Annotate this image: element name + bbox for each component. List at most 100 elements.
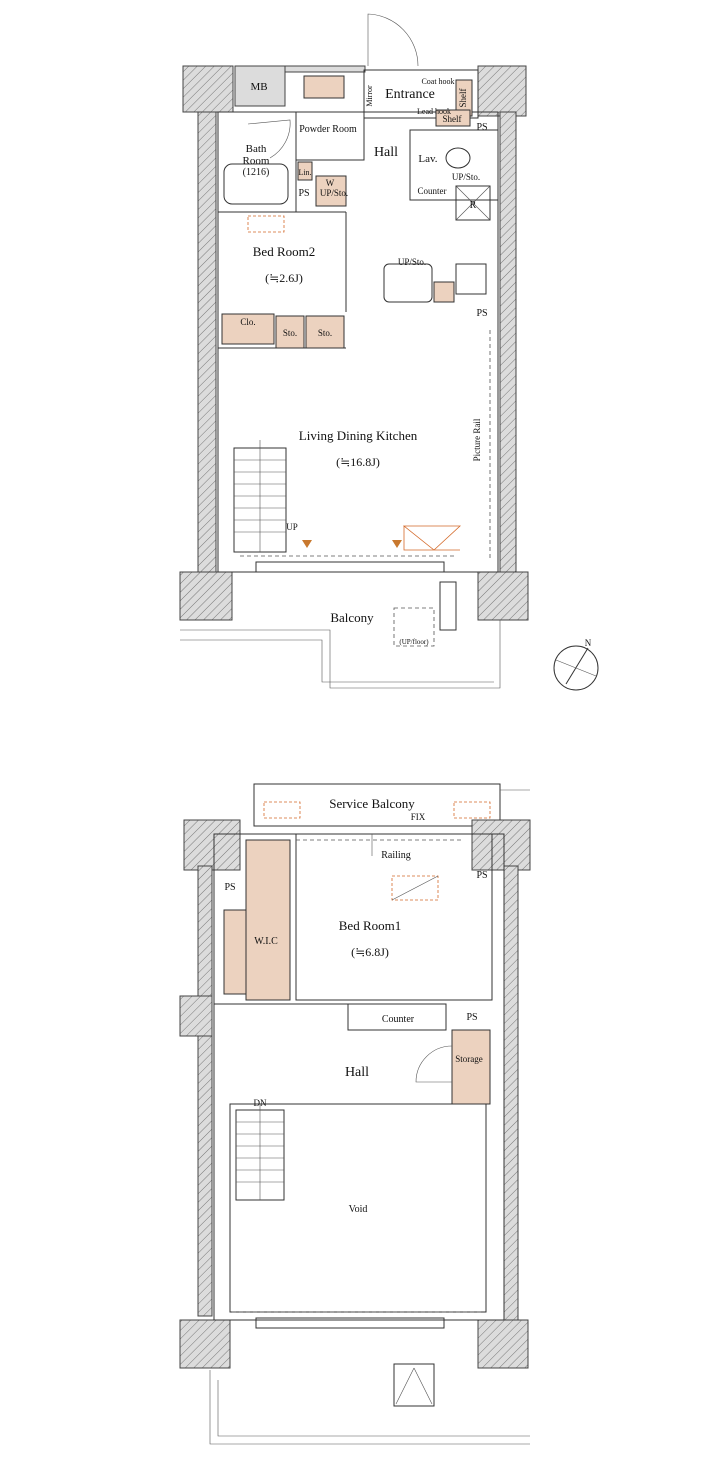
mb-box [234,65,286,107]
r-label: R [470,200,477,211]
ac-sb-right [453,801,491,819]
wall2-left [197,865,213,1317]
balcony-inner [180,639,494,683]
dn-label: DN [254,1098,267,1108]
bed-room2-size-label: (≒2.6J) [265,271,303,285]
balcony2-hatch-tri2 [413,1367,433,1405]
floor-2: Service Balcony FIX Railing PS PS W.I.C … [179,783,531,1445]
wall2-right-bottom [477,1319,529,1369]
balcony-label: Balcony [330,610,374,625]
wall2-left-top [183,819,241,871]
ac-bed2 [247,215,285,233]
powder-room-label: Powder Room [299,124,357,135]
ac-ldk [402,525,462,551]
bed-room1-size-label: (≒6.8J) [351,945,389,959]
lav-outline [409,129,499,201]
wall2-right-top [471,819,531,871]
balcony-unit [439,581,457,631]
mirror-label: Mirror [365,85,374,107]
compass-n-label: N [585,638,592,648]
powder-outline [295,111,365,161]
entrance-door-swing [367,13,419,67]
cooktop [455,263,487,295]
bath-size-label: (1216) [243,167,270,178]
bath-room-label-2: Room [243,155,270,167]
balcony-outline [180,620,501,689]
up-floor-label: (UP/floor) [399,638,429,646]
sto1-box [275,315,305,349]
sto1-label: Sto. [283,328,297,338]
wall-left [197,111,217,581]
window-frame-void [255,1317,445,1329]
compass-cross [555,659,597,677]
mb-label: MB [250,81,267,93]
fridge-x2 [455,185,491,221]
wic-storage [245,839,291,1001]
wall2-left-bottom [179,1319,231,1369]
marker-1 [302,540,312,548]
lin-label: Lin. [298,168,311,177]
bath-door-swing [247,119,291,159]
ps-bath-label: PS [298,188,309,199]
wall-left-top [182,65,234,113]
bed-room1-label: Bed Room1 [339,918,401,933]
washer-box [315,175,347,207]
storage-door-swing [415,1045,453,1083]
up-label: UP [286,522,298,532]
sto2-box [305,315,345,349]
lav-label: Lav. [418,153,437,165]
bathtub [223,163,289,205]
counter-box [347,1003,447,1031]
floor-1: MB Entrance Coat hook Shelf Shelf Lead h… [179,13,599,691]
clo-label: Clo. [240,317,255,327]
storage-box [451,1029,491,1105]
shelf-lead [435,109,471,127]
ac-sb-left [263,801,301,819]
bed-room1-outline [295,833,493,1001]
ldk-size-label: (≒16.8J) [336,455,380,469]
powder-top [303,75,345,99]
up-floor-hatch [393,607,435,647]
clo-box [221,313,275,345]
up-sto-lav-label: UP/Sto. [452,172,480,182]
marker-2 [392,540,402,548]
ps-left-label: PS [224,882,235,893]
shelf-mid-label: Shelf [443,114,462,124]
bed-room2-label: Bed Room2 [253,244,315,259]
compass-needle [565,647,589,685]
lav-basin [445,147,471,169]
stair-treads [234,440,286,552]
hall-label: Hall [374,145,398,160]
railing-label: Railing [381,850,410,861]
wall-left-bottom [179,571,233,621]
picture-rail-label: Picture Rail [472,418,482,461]
hall2-label: Hall [345,1065,369,1080]
ldk-label: Living Dining Kitchen [299,428,418,443]
storage-label: Storage [455,1054,483,1064]
fix-label: FIX [411,812,426,822]
sto2-label: Sto. [318,328,332,338]
compass-icon [553,645,599,691]
wic-storage-left [223,909,247,995]
lin-box [297,161,313,181]
coat-hook-label: Coat hook [421,77,454,86]
wall-right-top [477,65,527,117]
counter2-label: Counter [382,1014,415,1025]
window-frame-ldk [255,561,445,573]
wall2-left-bump [179,995,213,1037]
kitchen-upsto [433,281,455,303]
ps-storage-label: PS [466,1012,477,1023]
wall2-right [503,865,519,1327]
counter-label: Counter [418,186,447,196]
balcony2-hatch-tri [395,1367,415,1405]
ac-bed1-diag [391,875,439,901]
balcony2-outline [209,1370,530,1445]
wall-right [499,111,517,583]
ps-right-label: PS [476,122,487,133]
entrance-label: Entrance [385,87,435,102]
up-sto-kitchen-label: UP/Sto. [398,257,426,267]
service-balcony-label: Service Balcony [329,796,415,811]
balcony2-hatch [393,1363,435,1407]
service-balcony-outline [253,783,501,827]
